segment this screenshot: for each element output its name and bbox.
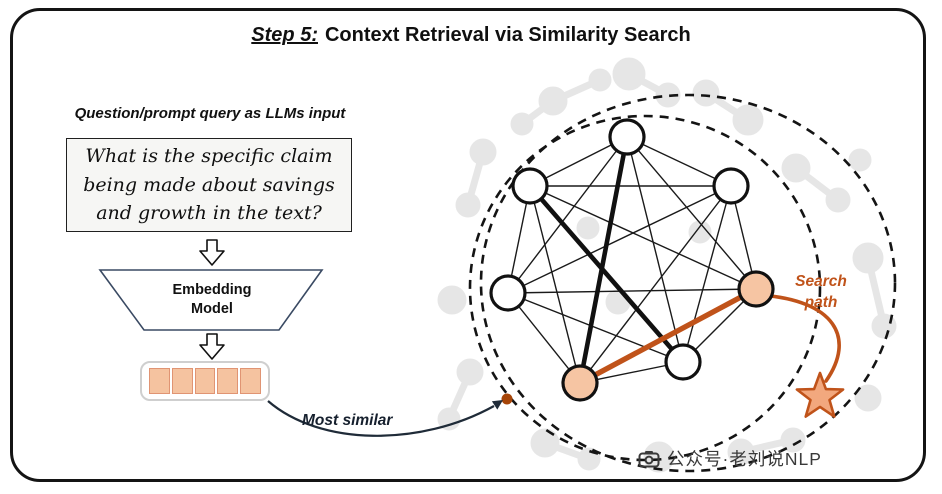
most-similar-arrow bbox=[267, 400, 495, 437]
down-arrow-icon bbox=[199, 333, 225, 360]
graph-edge bbox=[626, 136, 732, 187]
watermark: 公众号·老刘说NLP bbox=[638, 446, 822, 471]
down-arrow-icon bbox=[199, 239, 225, 266]
title-step: Step 5: bbox=[251, 24, 318, 46]
title-text: Context Retrieval via Similarity Search bbox=[324, 24, 691, 46]
query-label: Question/prompt query as LLMs input bbox=[74, 105, 346, 122]
molecule-decoration bbox=[437, 57, 897, 473]
graph-nodes bbox=[489, 118, 775, 402]
graph-edge bbox=[529, 185, 581, 384]
embedding-model-label: Embedding Model bbox=[120, 281, 304, 319]
embedding-vector bbox=[140, 361, 270, 401]
embedding-cell bbox=[149, 368, 170, 394]
query-line: What is the specific claim bbox=[85, 145, 333, 168]
graph-node bbox=[489, 274, 527, 312]
matched-edge bbox=[577, 286, 759, 386]
query-line: being made about savings bbox=[83, 173, 335, 196]
outer-dashed-ellipse bbox=[479, 93, 897, 473]
graph-node bbox=[664, 343, 702, 381]
graph-edge bbox=[507, 185, 732, 294]
search-path-curve bbox=[758, 293, 841, 383]
graph-node-highlighted bbox=[561, 364, 599, 402]
camera-icon bbox=[638, 450, 660, 467]
diagram-border bbox=[10, 8, 926, 482]
retrieved-star bbox=[795, 371, 845, 418]
graph-edge bbox=[682, 185, 732, 363]
embedding-model-trapezoid bbox=[98, 269, 324, 331]
graph-edge bbox=[507, 288, 757, 294]
diagram-title: Step 5: Context Retrieval via Similarity … bbox=[0, 24, 942, 47]
graph-edge bbox=[507, 136, 628, 294]
graph-node bbox=[608, 118, 646, 156]
graph-edge bbox=[529, 185, 757, 290]
graph-edge bbox=[507, 292, 581, 384]
most-similar-label: Most similar bbox=[302, 412, 393, 429]
graph-node-highlighted bbox=[737, 270, 775, 308]
most-similar-dot bbox=[501, 393, 513, 405]
graph-edge bbox=[626, 136, 757, 290]
embedding-cell bbox=[240, 368, 261, 394]
query-line: and growth in the text? bbox=[96, 202, 322, 225]
graph-edges-thick bbox=[527, 134, 686, 386]
search-path-label: Search path bbox=[778, 272, 864, 314]
embedding-cell bbox=[194, 368, 216, 394]
embedding-cell bbox=[217, 368, 239, 394]
embedding-model-label-line1: Embedding bbox=[172, 282, 252, 298]
graph-edge bbox=[507, 292, 684, 363]
embedding-model-label-line2: Model bbox=[191, 300, 233, 317]
embedding-cell bbox=[171, 368, 193, 394]
search-path-label-line2: path bbox=[804, 293, 838, 311]
graph-node bbox=[511, 167, 549, 205]
search-path-label-line1: Search bbox=[795, 273, 847, 290]
graph-edge bbox=[579, 185, 732, 384]
graph-edge bbox=[626, 136, 684, 363]
query-box: What is the specific claim being made ab… bbox=[66, 138, 352, 232]
graph-node bbox=[712, 167, 750, 205]
graph-edge-strong bbox=[577, 134, 630, 386]
graph-edge-strong bbox=[527, 183, 686, 365]
most-similar-arrowhead bbox=[491, 400, 503, 410]
watermark-text: 公众号·老刘说NLP bbox=[667, 449, 822, 469]
